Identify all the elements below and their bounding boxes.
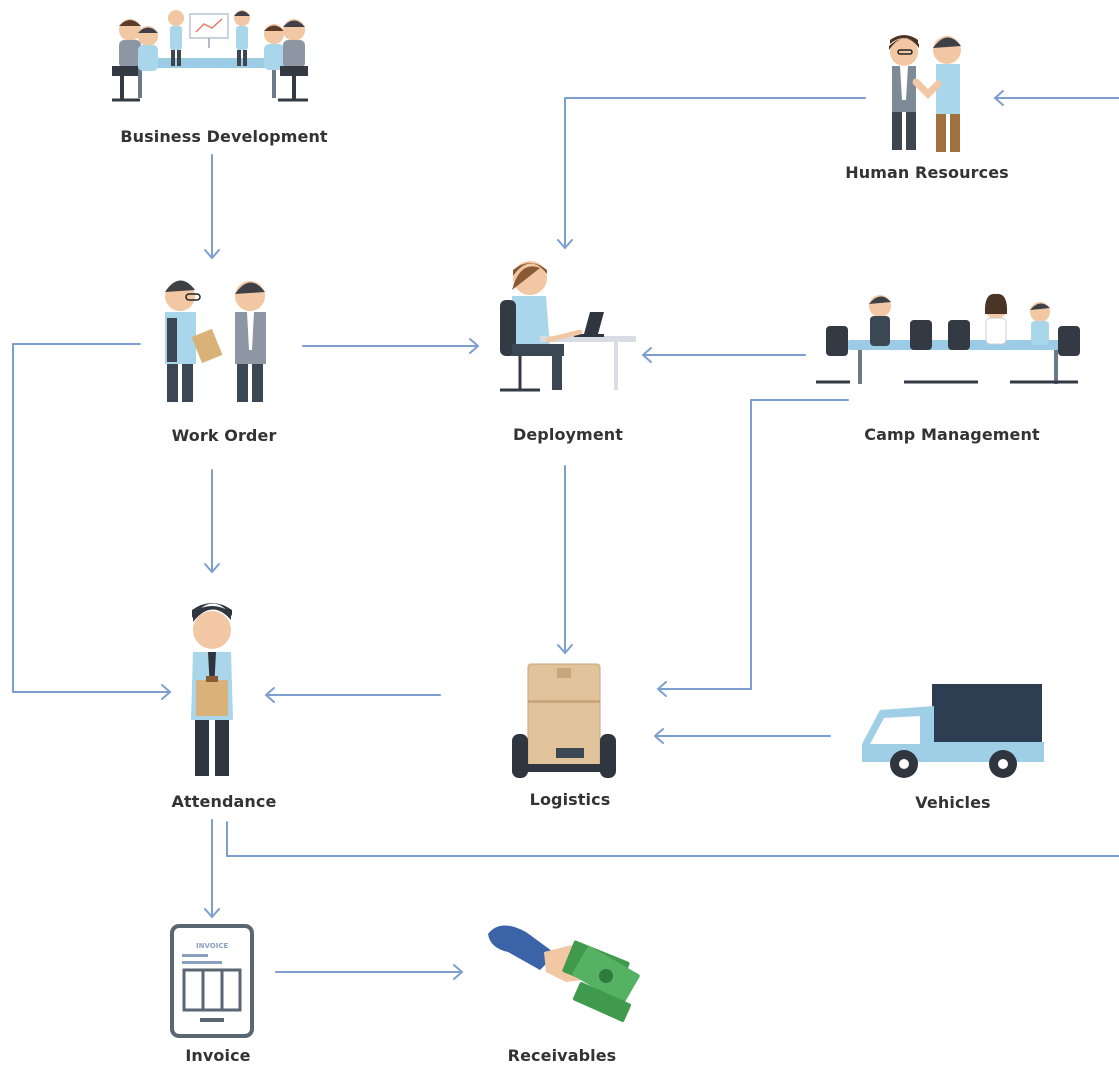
arrow-camp-to-deployment: [642, 347, 806, 363]
arrow-vehicles-to-logistics: [654, 728, 831, 744]
truck-icon: [862, 684, 1044, 778]
arrow-hr-to-deployment: [557, 97, 866, 249]
attendance-person-icon: [191, 603, 233, 776]
arrow-invoice-to-receivables: [275, 964, 463, 980]
invoice-document-icon: INVOICE: [170, 924, 254, 1038]
arrow-attendance-to-invoice: [204, 819, 220, 918]
label-invoice: Invoice: [185, 1046, 251, 1065]
label-business-development: Business Development: [120, 127, 328, 146]
work-order-icon: [165, 280, 266, 402]
label-deployment: Deployment: [512, 425, 624, 444]
arrow-bizdev-to-workorder: [204, 154, 220, 259]
label-logistics: Logistics: [529, 790, 611, 809]
arrow-camp-to-logistics: [657, 399, 849, 697]
arrow-workorder-to-deployment: [302, 338, 479, 354]
arrow-logistics-to-attendance: [265, 687, 441, 703]
label-human-resources: Human Resources: [845, 163, 1009, 182]
arrow-deployment-to-logistics: [557, 465, 573, 654]
label-attendance: Attendance: [171, 792, 277, 811]
label-vehicles: Vehicles: [915, 793, 991, 812]
label-camp-management: Camp Management: [864, 425, 1040, 444]
arrow-workorder-to-attendance: [204, 469, 220, 573]
invoice-doc-title: INVOICE: [196, 942, 228, 950]
handshake-icon: [889, 35, 961, 152]
logistics-box-icon: [512, 663, 616, 778]
money-hand-icon: [488, 925, 640, 1022]
label-work-order: Work Order: [171, 426, 277, 445]
deployment-desk-icon: [500, 261, 636, 392]
label-receivables: Receivables: [507, 1046, 617, 1065]
arrow-attendance-to-right: [226, 821, 1119, 857]
camp-management-icon: [816, 293, 1080, 384]
arrow-into-hr: [994, 90, 1119, 106]
business-meeting-icon: [112, 10, 308, 102]
arrow-workorder-to-attendance-loop: [12, 343, 171, 700]
flow-arrows: [12, 90, 1119, 980]
